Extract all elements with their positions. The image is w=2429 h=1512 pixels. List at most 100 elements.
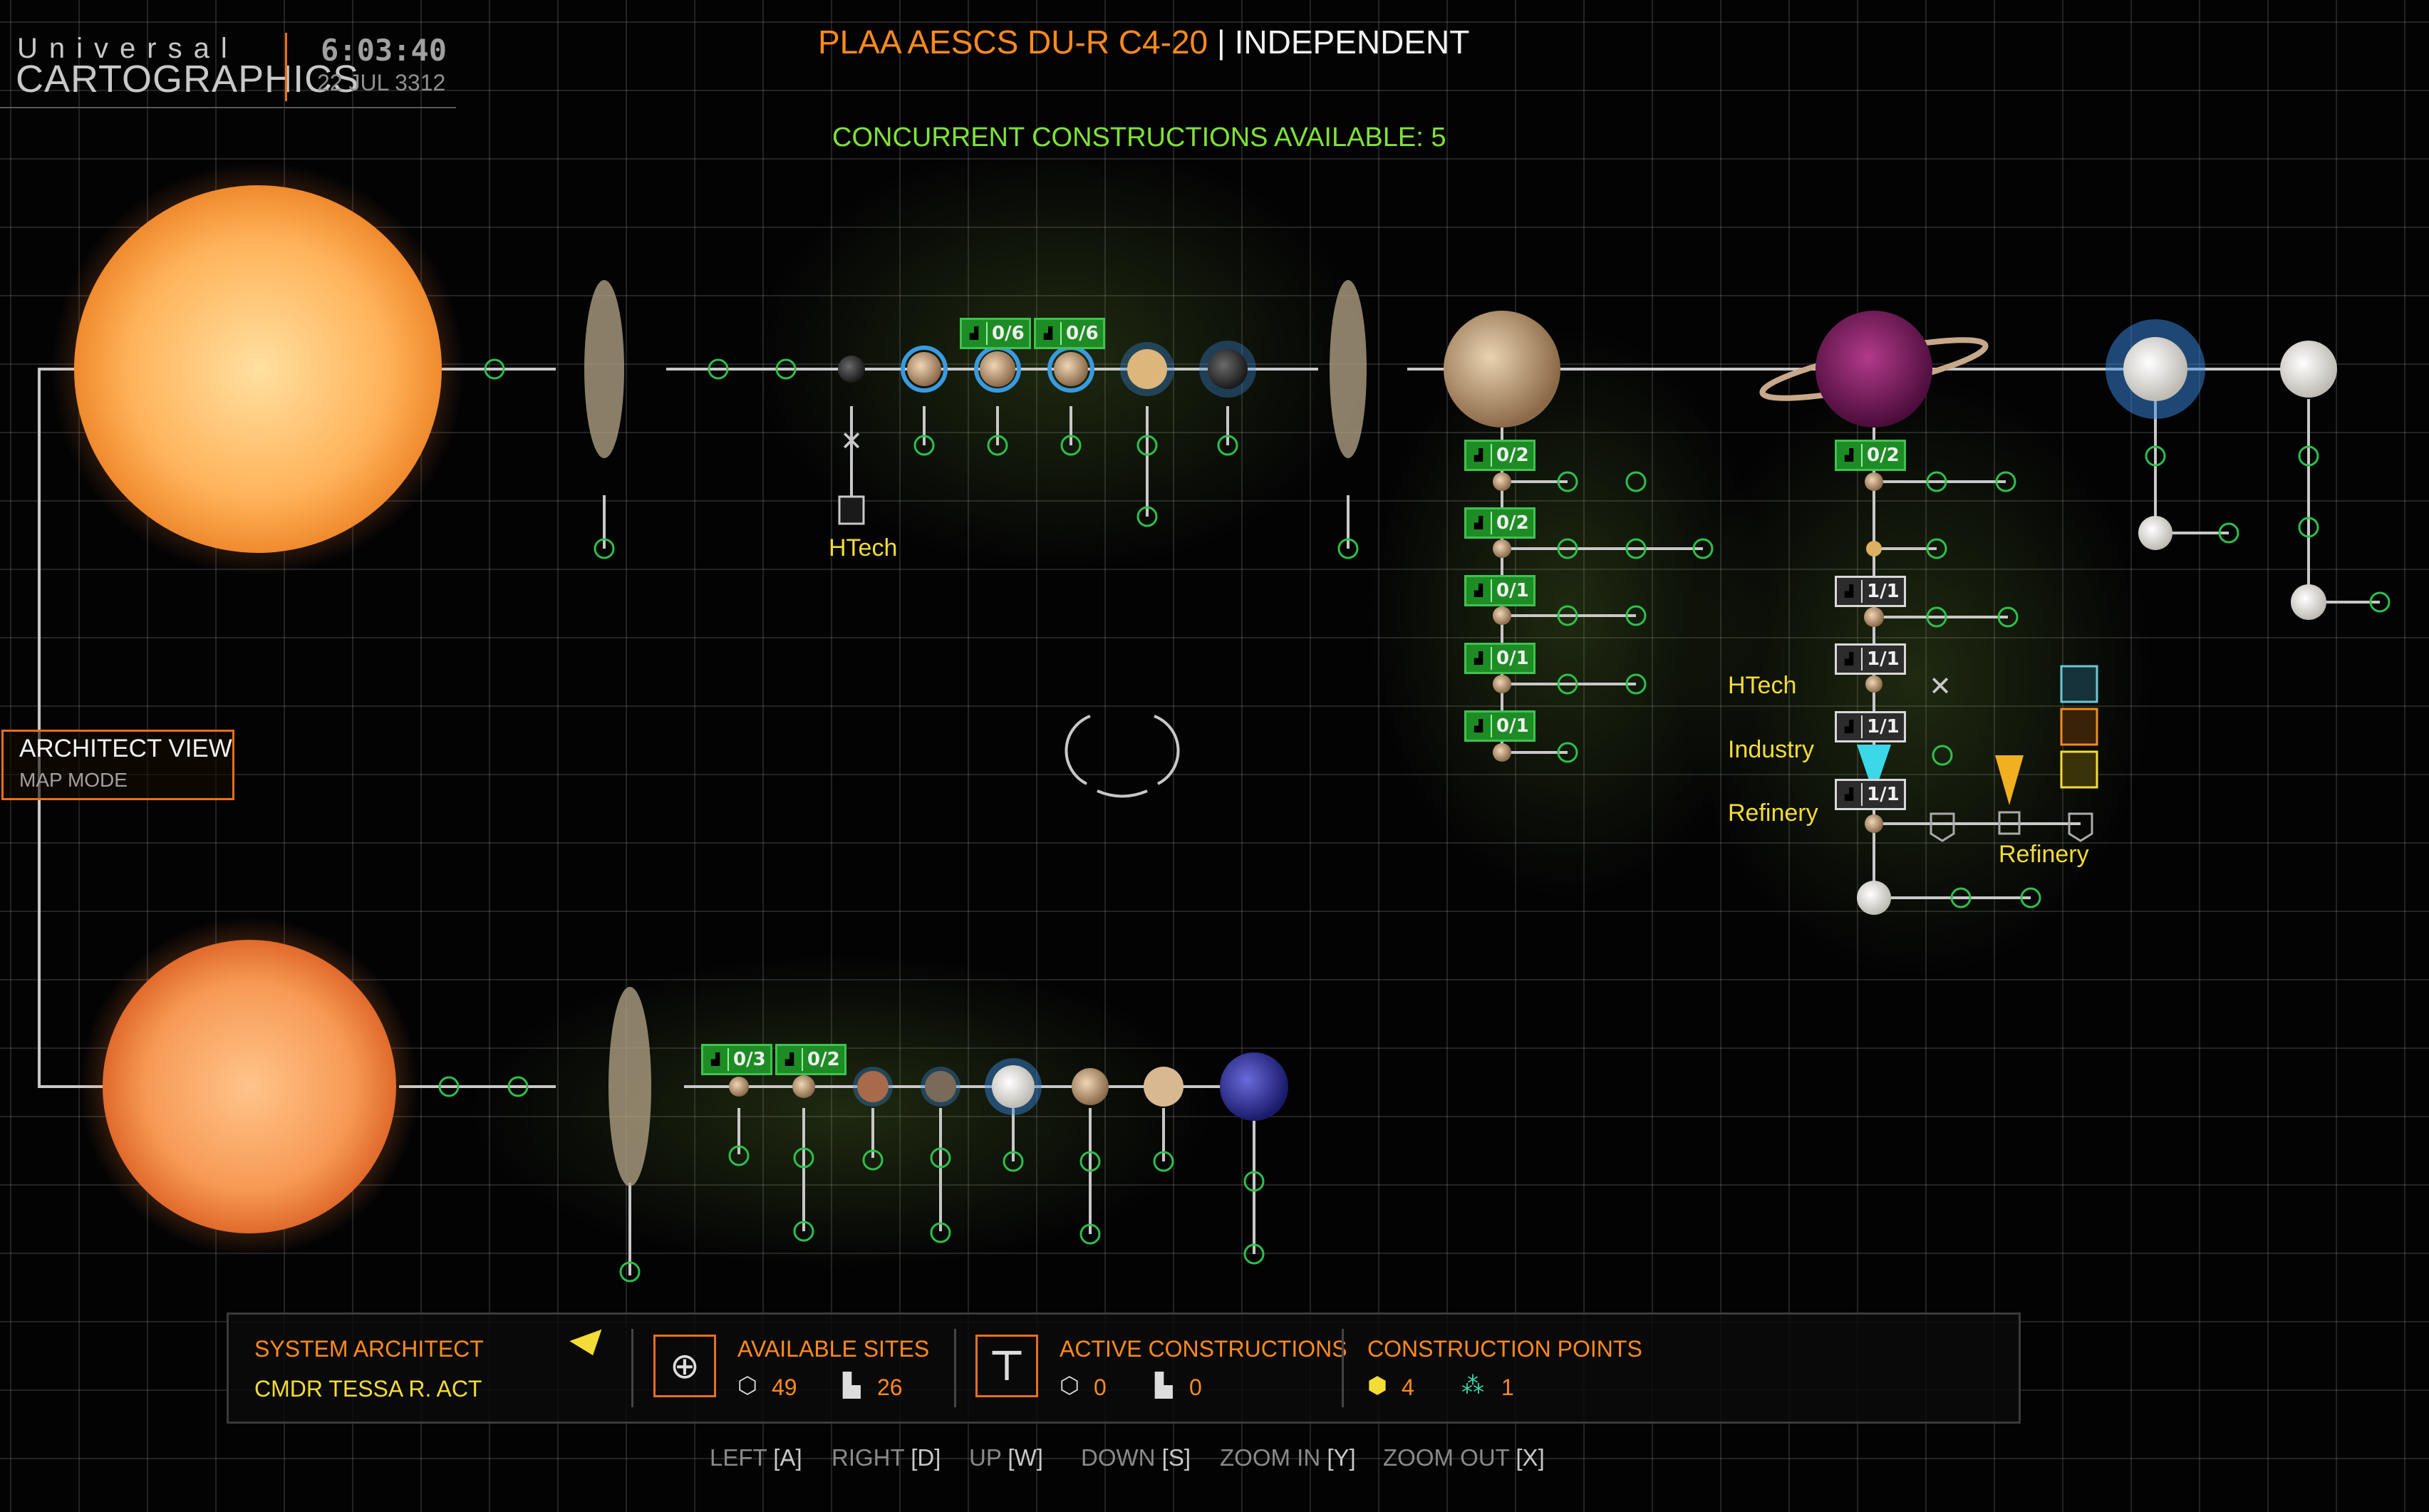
facility-markers[interactable]: ✕ ✕ xyxy=(838,425,2098,842)
facility-label-refinery[interactable]: Refinery xyxy=(1728,799,1818,827)
hint-right[interactable]: RIGHT [D] xyxy=(832,1444,941,1471)
slot-badge[interactable]: ▟0/2 xyxy=(1464,507,1535,539)
concurrent-constructions: CONCURRENT CONSTRUCTIONS AVAILABLE: 5 xyxy=(832,123,1446,152)
system-name: PLAA AESCS DU-R C4-20 xyxy=(818,24,1208,61)
slot-badge[interactable]: ▟1/1 xyxy=(1835,711,1906,742)
slot-count: 0/6 xyxy=(992,323,1025,344)
panel-divider xyxy=(954,1329,956,1407)
slot-count: 0/2 xyxy=(1496,445,1529,466)
surface-site-icon: ▙ xyxy=(843,1372,861,1398)
surface-site-icon: ▙ xyxy=(1155,1372,1173,1398)
facility-label-refinery[interactable]: Refinery xyxy=(1999,841,2089,868)
slot-icon: ▟ xyxy=(703,1048,729,1071)
hint-up[interactable]: UP [W] xyxy=(969,1444,1043,1471)
svg-text:✕: ✕ xyxy=(840,425,863,457)
logo-divider xyxy=(285,33,287,101)
available-sites-label: AVAILABLE SITES xyxy=(737,1336,930,1362)
slot-badge[interactable]: ▟0/6 xyxy=(960,318,1031,349)
tier3-points-icon: ⁂ xyxy=(1461,1372,1484,1398)
panel-divider xyxy=(631,1329,633,1407)
tier2-points-icon: ⬢ xyxy=(1367,1372,1387,1398)
active-surface-count: 0 xyxy=(1189,1374,1202,1400)
slot-count: 1/1 xyxy=(1867,784,1900,805)
slot-badge[interactable]: ▟1/1 xyxy=(1835,643,1906,675)
slot-icon: ▟ xyxy=(1837,715,1863,738)
architect-label: SYSTEM ARCHITECT xyxy=(254,1336,484,1362)
tier3-points: 1 xyxy=(1501,1374,1514,1400)
available-surface-count: 26 xyxy=(877,1374,903,1400)
active-orbital-count: 0 xyxy=(1094,1374,1107,1400)
slot-icon: ▟ xyxy=(1466,647,1492,670)
slot-badge[interactable]: ▟0/2 xyxy=(1464,440,1535,471)
system-architect-panel: SYSTEM ARCHITECT CMDR TESSA R. ACT ⊕ AVA… xyxy=(227,1312,2021,1424)
construction-button[interactable]: ⊤ xyxy=(975,1335,1038,1397)
secondary-star[interactable] xyxy=(80,917,419,1256)
slot-icon: ▟ xyxy=(777,1048,803,1071)
slot-icon: ▟ xyxy=(1466,444,1492,467)
habitable-zone-glows xyxy=(470,143,2152,1268)
slot-icon: ▟ xyxy=(1466,715,1492,737)
slot-count: 1/1 xyxy=(1867,648,1900,670)
slot-badge[interactable]: ▟0/2 xyxy=(1835,440,1906,471)
slot-badge[interactable]: ▟0/1 xyxy=(1464,575,1535,606)
architect-flag-icon[interactable] xyxy=(569,1329,609,1362)
plus-icon: ⊕ xyxy=(670,1346,700,1386)
available-orbital-count: 49 xyxy=(772,1374,797,1400)
slot-icon: ▟ xyxy=(1466,579,1492,602)
slot-count: 0/1 xyxy=(1496,580,1529,601)
orbital-site-icon: ⬡ xyxy=(737,1372,757,1398)
add-site-button[interactable]: ⊕ xyxy=(653,1335,716,1397)
architect-view-toggle[interactable]: ARCHITECT VIEW MAP MODE xyxy=(1,730,234,800)
centre-reticle xyxy=(1065,715,1180,798)
hint-down[interactable]: DOWN [S] xyxy=(1081,1444,1191,1471)
slot-count: 0/2 xyxy=(1496,512,1529,534)
universal-cartographics-logo: Universal CARTOGRAPHICS 6:03:40 22 JUL 3… xyxy=(0,29,456,108)
asteroid-belts[interactable] xyxy=(584,280,1367,1186)
slot-badge[interactable]: ▟0/6 xyxy=(1034,318,1105,349)
slot-badge[interactable]: ▟0/3 xyxy=(701,1044,772,1075)
slot-count: 0/1 xyxy=(1496,715,1529,737)
view-mode-title: ARCHITECT VIEW xyxy=(19,735,232,762)
panel-divider xyxy=(1342,1329,1344,1407)
active-constructions-label: ACTIVE CONSTRUCTIONS xyxy=(1060,1336,1347,1362)
slot-icon: ▟ xyxy=(962,322,988,345)
tier2-points: 4 xyxy=(1402,1374,1414,1400)
view-mode-subtitle: MAP MODE xyxy=(19,769,128,791)
architect-name: CMDR TESSA R. ACT xyxy=(254,1376,482,1402)
slot-count: 0/2 xyxy=(1867,445,1900,466)
facility-label-industry[interactable]: Industry xyxy=(1728,736,1814,763)
svg-text:✕: ✕ xyxy=(1929,670,1952,702)
add-site-nodes[interactable] xyxy=(438,358,2391,1283)
primary-star[interactable] xyxy=(51,162,465,576)
orbital-site-icon: ⬡ xyxy=(1060,1372,1079,1398)
slot-badge[interactable]: ▟0/1 xyxy=(1464,710,1535,742)
slot-count: 1/1 xyxy=(1867,716,1900,737)
crane-icon: ⊤ xyxy=(989,1343,1025,1388)
logo-top: Universal xyxy=(17,33,239,64)
slot-badge[interactable]: ▟1/1 xyxy=(1835,779,1906,810)
slot-badge[interactable]: ▟0/1 xyxy=(1464,643,1535,674)
system-allegiance: INDEPENDENT xyxy=(1234,24,1470,61)
hint-zoom-in[interactable]: ZOOM IN [Y] xyxy=(1220,1444,1356,1471)
game-clock: 6:03:40 xyxy=(321,33,447,68)
slot-count: 1/1 xyxy=(1867,581,1900,602)
system-title: PLAA AESCS DU-R C4-20 | INDEPENDENT xyxy=(818,23,1469,61)
slot-count: 0/6 xyxy=(1066,323,1099,344)
slot-count: 0/1 xyxy=(1496,648,1529,669)
slot-icon: ▟ xyxy=(1837,648,1863,670)
hint-zoom-out[interactable]: ZOOM OUT [X] xyxy=(1383,1444,1545,1471)
planet-bodies[interactable] xyxy=(729,311,2337,1121)
slot-icon: ▟ xyxy=(1837,444,1863,467)
construction-points-label: CONSTRUCTION POINTS xyxy=(1367,1336,1642,1362)
title-separator: | xyxy=(1216,24,1226,61)
hint-left[interactable]: LEFT [A] xyxy=(710,1444,802,1471)
game-date: 22 JUL 3312 xyxy=(317,70,446,95)
facility-label-htech[interactable]: HTech xyxy=(829,534,898,561)
slot-badge[interactable]: ▟0/2 xyxy=(775,1044,846,1075)
slot-icon: ▟ xyxy=(1036,322,1062,345)
facility-label-htech[interactable]: HTech xyxy=(1728,672,1797,699)
slot-icon: ▟ xyxy=(1837,783,1863,806)
slot-badge[interactable]: ▟1/1 xyxy=(1835,576,1906,607)
slot-icon: ▟ xyxy=(1837,580,1863,603)
